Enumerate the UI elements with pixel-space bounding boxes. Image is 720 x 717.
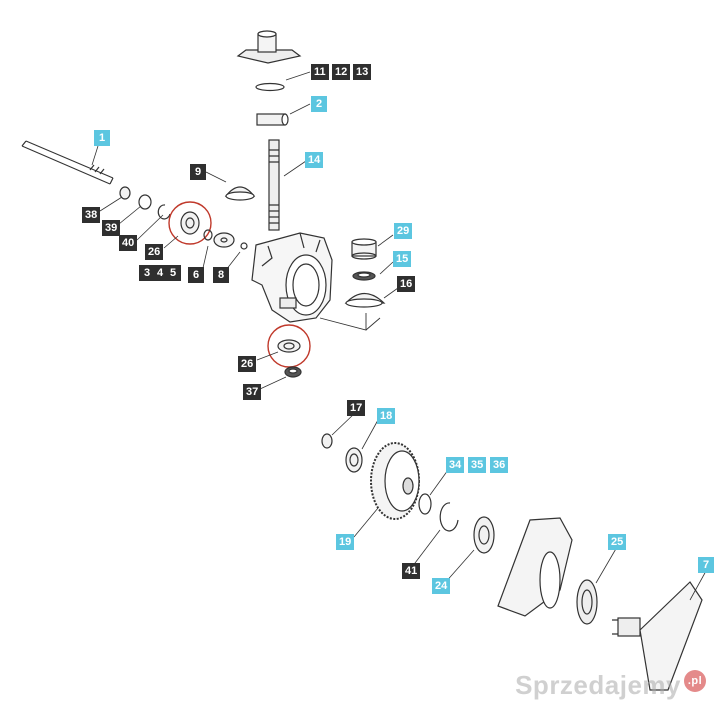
ring-6 xyxy=(203,229,213,241)
callout-5: 5 xyxy=(165,265,181,281)
callout-7: 7 xyxy=(698,557,714,573)
callout-4: 4 xyxy=(152,265,168,281)
o-ring xyxy=(255,82,285,92)
callout-19: 19 xyxy=(336,534,355,550)
callout-17: 17 xyxy=(347,400,366,416)
seal-25 xyxy=(576,579,598,625)
circlip-40 xyxy=(157,204,171,220)
ring-38 xyxy=(119,186,131,200)
callout-25: 25 xyxy=(608,534,627,550)
bearing-18 xyxy=(345,447,363,473)
bearing-15 xyxy=(352,271,376,281)
callout-9: 9 xyxy=(190,164,206,180)
top-flange-cap xyxy=(236,30,302,64)
callout-2: 2 xyxy=(311,96,327,112)
cone-cap-9 xyxy=(224,186,256,201)
output-flange xyxy=(612,581,703,691)
seal-37 xyxy=(284,366,302,378)
watermark-suffix: .pl xyxy=(684,670,706,693)
callout-39: 39 xyxy=(102,220,121,236)
callout-14: 14 xyxy=(305,152,324,168)
callout-40: 40 xyxy=(119,235,138,251)
callout-37: 37 xyxy=(243,384,262,400)
callout-3: 3 xyxy=(139,265,155,281)
cone-16 xyxy=(344,292,386,308)
ring-8 xyxy=(240,242,248,250)
callout-24: 24 xyxy=(432,578,451,594)
callout-36: 36 xyxy=(490,457,509,473)
bearing-24 xyxy=(473,516,495,554)
disc-washer xyxy=(213,232,235,248)
callout-26-upper: 26 xyxy=(145,244,164,260)
callout-29: 29 xyxy=(394,223,413,239)
callout-38: 38 xyxy=(82,207,101,223)
circlip-41 xyxy=(439,502,459,532)
cover-plate xyxy=(497,517,573,617)
watermark: Sprzedajemy.pl xyxy=(515,670,706,701)
callout-8: 8 xyxy=(213,267,229,283)
bearing-26-lower xyxy=(277,339,301,353)
bearing-2 xyxy=(256,113,289,126)
bushing-29 xyxy=(351,238,377,260)
input-shaft xyxy=(21,140,114,185)
washer-39 xyxy=(138,194,152,210)
bearing-26-upper xyxy=(180,211,200,235)
callout-13: 13 xyxy=(353,64,372,80)
callout-41: 41 xyxy=(402,563,421,579)
callout-35: 35 xyxy=(468,457,487,473)
callout-1: 1 xyxy=(94,130,110,146)
callout-11: 11 xyxy=(311,64,329,80)
bevel-gear-19 xyxy=(370,442,420,520)
vertical-shaft xyxy=(268,139,280,231)
callout-26-lower: 26 xyxy=(238,356,257,372)
callout-12: 12 xyxy=(332,64,351,80)
gearbox-housing xyxy=(251,232,333,323)
callout-15: 15 xyxy=(393,251,412,267)
washer-17 xyxy=(321,433,333,449)
watermark-text: Sprzedajemy xyxy=(515,670,681,700)
callout-16: 16 xyxy=(397,276,416,292)
callout-6: 6 xyxy=(188,267,204,283)
callout-34: 34 xyxy=(446,457,465,473)
ring-34 xyxy=(418,493,432,515)
callout-18: 18 xyxy=(377,408,396,424)
